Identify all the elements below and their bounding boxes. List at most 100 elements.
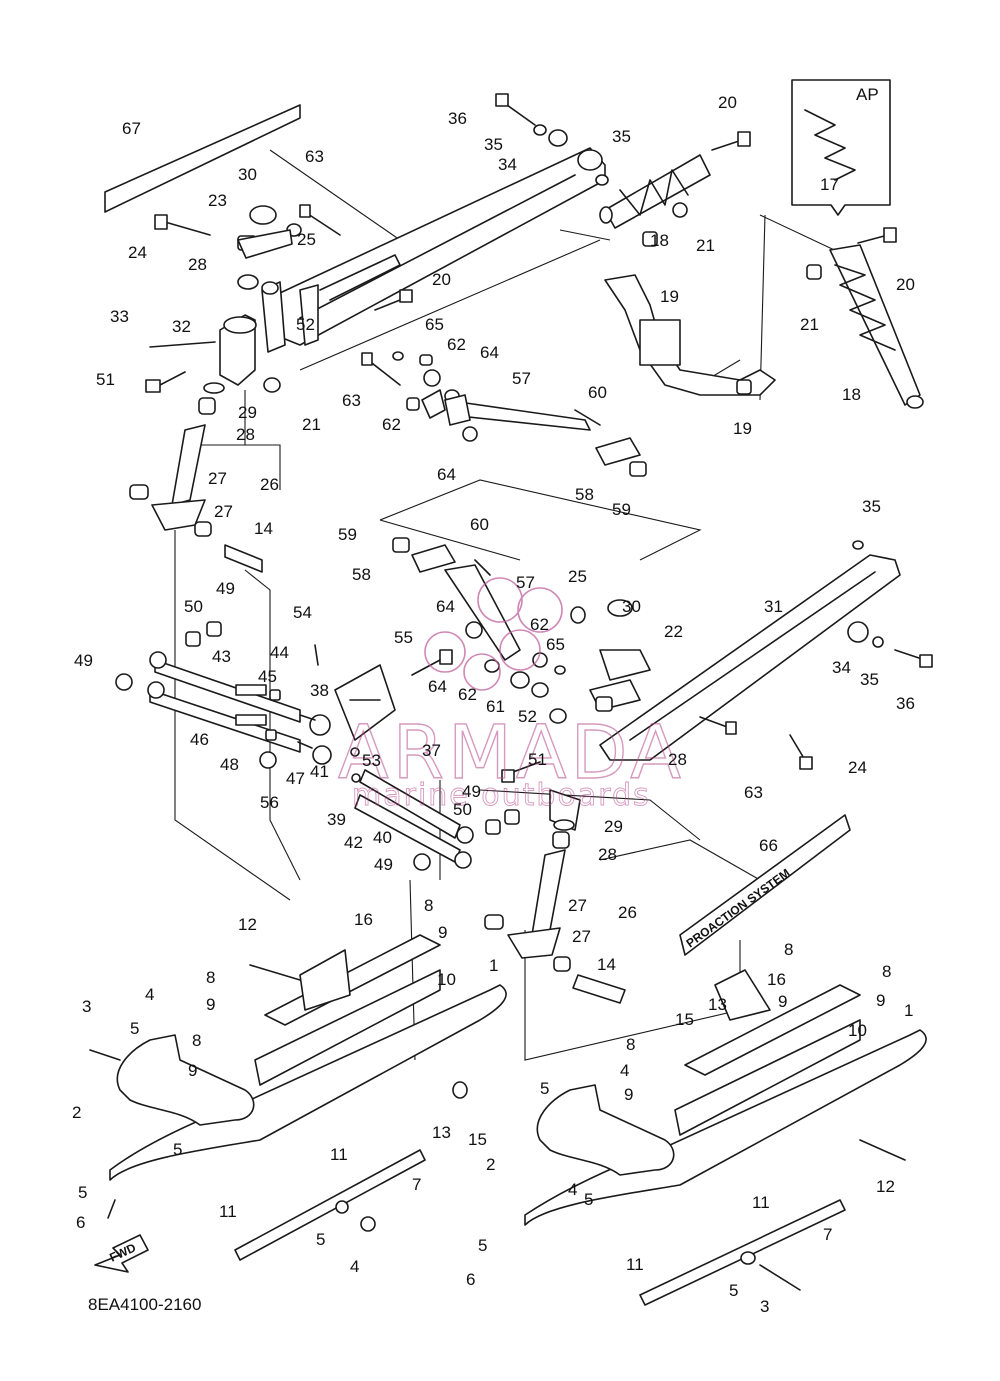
callout-63: 63 [305, 147, 324, 166]
spindle-assembly-right [484, 819, 626, 1004]
callout-14: 14 [597, 955, 616, 974]
callout-27: 27 [572, 927, 591, 946]
callout-21: 21 [302, 415, 321, 434]
callout-28: 28 [188, 255, 207, 274]
callout-17: 17 [820, 175, 839, 194]
callout-5: 5 [540, 1079, 549, 1098]
callout-15: 15 [675, 1010, 694, 1029]
callout-50: 50 [453, 800, 472, 819]
upper-a-arm-right [501, 540, 933, 831]
callout-58: 58 [575, 485, 594, 504]
callout-24: 24 [848, 758, 867, 777]
callout-25: 25 [568, 567, 587, 586]
callout-36: 36 [896, 694, 915, 713]
callout-26: 26 [618, 903, 637, 922]
callout-20: 20 [432, 270, 451, 289]
inset-label: AP [856, 85, 879, 104]
callout-23: 23 [208, 191, 227, 210]
callout-66: 66 [759, 836, 778, 855]
callout-48: 48 [220, 755, 239, 774]
callout-60: 60 [588, 383, 607, 402]
callout-5: 5 [584, 1190, 593, 1209]
callout-57: 57 [516, 573, 535, 592]
watermark-brand: ARMADA [338, 710, 685, 796]
callout-40: 40 [373, 828, 392, 847]
callout-8: 8 [206, 968, 215, 987]
watermark-tagline: marine outboards [352, 778, 651, 813]
callout-43: 43 [212, 647, 231, 666]
callout-19: 19 [660, 287, 679, 306]
callout-8: 8 [424, 896, 433, 915]
callout-9: 9 [438, 923, 447, 942]
callout-62: 62 [530, 615, 549, 634]
callout-62: 62 [382, 415, 401, 434]
callout-34: 34 [498, 155, 517, 174]
callout-9: 9 [188, 1061, 197, 1080]
ski-right [524, 969, 927, 1306]
callout-27: 27 [568, 896, 587, 915]
callout-49: 49 [462, 782, 481, 801]
fwd-arrow: FWD [94, 1234, 149, 1273]
callout-7: 7 [823, 1225, 832, 1244]
callout-8: 8 [882, 962, 891, 981]
callout-64: 64 [436, 597, 455, 616]
callout-22: 22 [664, 622, 683, 641]
callout-4: 4 [145, 985, 154, 1004]
callout-31: 31 [764, 597, 783, 616]
callout-6: 6 [466, 1270, 475, 1289]
linkage-upper [361, 351, 647, 477]
callout-63: 63 [744, 783, 763, 802]
callout-28: 28 [668, 750, 687, 769]
callout-9: 9 [624, 1085, 633, 1104]
callout-35: 35 [612, 127, 631, 146]
callout-34: 34 [832, 658, 851, 677]
callout-11: 11 [219, 1202, 237, 1221]
callout-65: 65 [425, 315, 444, 334]
callout-11: 11 [752, 1193, 770, 1212]
callout-13: 13 [708, 995, 727, 1014]
callout-5: 5 [78, 1183, 87, 1202]
callout-18: 18 [650, 231, 669, 250]
callout-41: 41 [310, 762, 329, 781]
callout-13: 13 [432, 1123, 451, 1142]
callout-47: 47 [286, 769, 305, 788]
callout-5: 5 [130, 1019, 139, 1038]
linkage-lower [392, 537, 566, 698]
callout-50: 50 [184, 597, 203, 616]
reference-code: 8EA4100-2160 [88, 1295, 201, 1314]
rear-bracket [604, 231, 776, 396]
decal-strip-67 [104, 104, 301, 213]
callout-5: 5 [478, 1236, 487, 1255]
callout-64: 64 [437, 465, 456, 484]
callout-7: 7 [412, 1175, 421, 1194]
callout-67: 67 [122, 119, 141, 138]
callout-44: 44 [270, 643, 289, 662]
callout-49: 49 [74, 651, 93, 670]
callout-2: 2 [72, 1103, 81, 1122]
callout-18: 18 [842, 385, 861, 404]
callout-61: 61 [486, 697, 505, 716]
callout-8: 8 [626, 1035, 635, 1054]
callout-65: 65 [546, 635, 565, 654]
callout-29: 29 [604, 817, 623, 836]
callout-57: 57 [512, 369, 531, 388]
callout-26: 26 [260, 475, 279, 494]
callout-39: 39 [327, 810, 346, 829]
callout-5: 5 [729, 1281, 738, 1300]
callout-53: 53 [362, 751, 381, 770]
callout-19: 19 [733, 419, 752, 438]
callout-25: 25 [297, 230, 316, 249]
callout-4: 4 [568, 1180, 577, 1199]
watermark: ARMADA marine outboards [337, 577, 685, 813]
callout-1: 1 [489, 956, 498, 975]
callout-52: 52 [296, 315, 315, 334]
decal-text: PROACTION SYSTEM [684, 866, 793, 951]
callout-27: 27 [208, 469, 227, 488]
callout-35: 35 [484, 135, 503, 154]
callout-64: 64 [480, 343, 499, 362]
radius-rods [115, 544, 520, 871]
shock-right [806, 227, 924, 409]
callout-33: 33 [110, 307, 129, 326]
callout-4: 4 [350, 1257, 359, 1276]
